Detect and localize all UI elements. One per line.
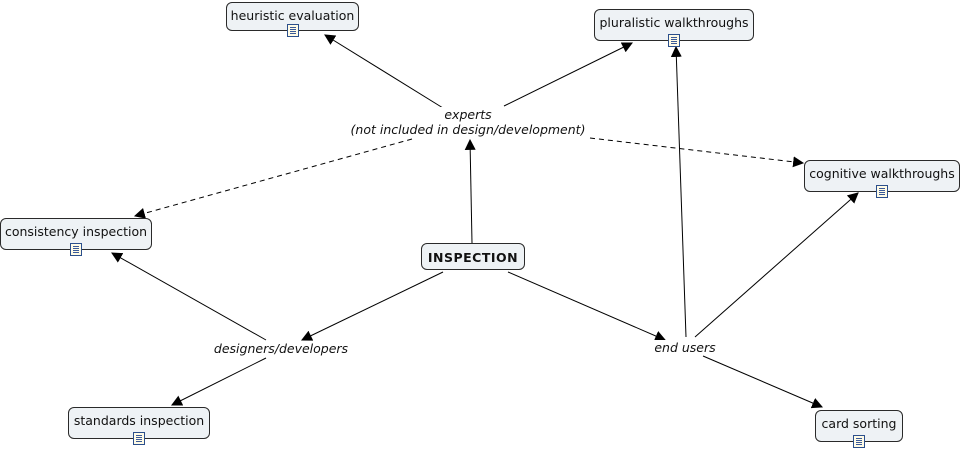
concept-heuristic-evaluation-label: heuristic evaluation <box>230 8 355 23</box>
connector-endusers-cognitive <box>694 192 859 338</box>
connector-root-experts <box>464 138 476 244</box>
link-label-end-users[interactable]: end users <box>648 340 722 355</box>
connector-experts-pluralistic <box>503 42 633 107</box>
concept-cognitive-walkthroughs-label: cognitive walkthroughs <box>809 166 955 181</box>
link-label-designers[interactable]: designers/developers <box>212 341 350 356</box>
concept-pluralistic-walkthroughs[interactable]: pluralistic walkthroughs <box>594 9 754 47</box>
document-icon[interactable] <box>287 24 299 37</box>
concept-cognitive-walkthroughs[interactable]: cognitive walkthroughs <box>804 160 960 198</box>
connector-root-endusers <box>507 271 667 342</box>
document-icon[interactable] <box>70 243 82 256</box>
concept-standards-inspection[interactable]: standards inspection <box>68 407 210 445</box>
concept-pluralistic-walkthroughs-label: pluralistic walkthroughs <box>599 15 749 30</box>
document-icon[interactable] <box>668 34 680 47</box>
connector-experts-cognitive <box>589 137 805 168</box>
document-icon[interactable] <box>853 435 865 448</box>
concept-consistency-inspection-label: consistency inspection <box>4 224 148 239</box>
concept-inspection-label: INSPECTION <box>427 250 519 265</box>
connector-designers-consistency <box>111 252 267 341</box>
connector-designers-standards <box>171 357 267 406</box>
concept-inspection[interactable]: INSPECTION <box>421 243 525 270</box>
connector-experts-consistency <box>133 138 413 219</box>
connector-endusers-pluralistic <box>670 45 687 338</box>
document-icon[interactable] <box>133 432 145 445</box>
link-label-experts-line1: experts <box>444 107 492 122</box>
concept-card-sorting[interactable]: card sorting <box>815 410 903 448</box>
connector-experts-heuristic <box>324 34 444 109</box>
link-label-experts[interactable]: experts (not included in design/developm… <box>350 107 586 137</box>
connector-root-designers <box>301 271 444 341</box>
concept-consistency-inspection[interactable]: consistency inspection <box>0 218 152 256</box>
connector-endusers-cardsorting <box>702 355 824 409</box>
concept-standards-inspection-label: standards inspection <box>73 413 205 428</box>
concept-card-sorting-label: card sorting <box>821 416 897 431</box>
concept-heuristic-evaluation[interactable]: heuristic evaluation <box>226 2 359 37</box>
link-label-experts-line2: (not included in design/development) <box>350 122 586 137</box>
document-icon[interactable] <box>876 185 888 198</box>
